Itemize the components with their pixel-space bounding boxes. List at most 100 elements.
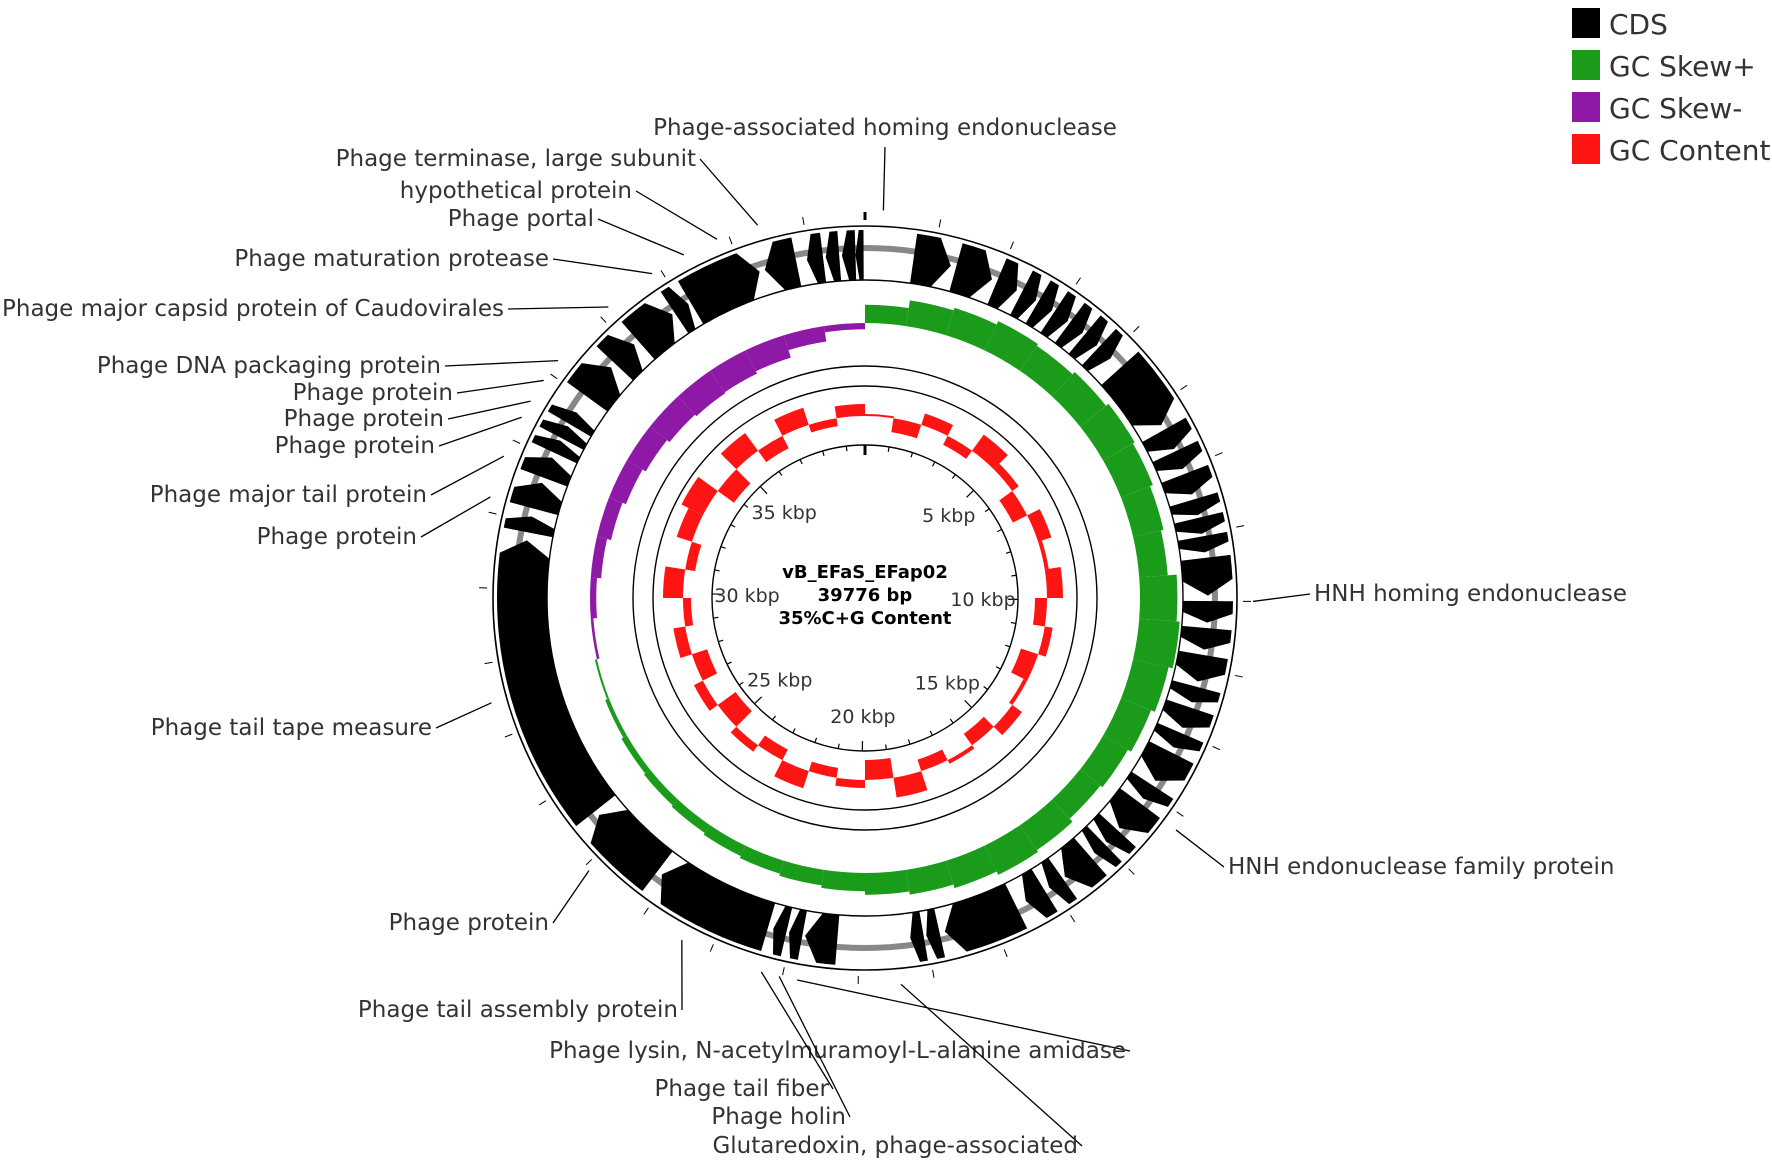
cds-arrow <box>1177 531 1229 553</box>
label-leader <box>597 218 685 256</box>
genome-name: vB_EFaS_EFap02 <box>782 562 948 583</box>
legend-label: GC Skew+ <box>1609 50 1756 83</box>
outer-tick <box>512 439 521 444</box>
annotation-label: Phage lysin, N-acetylmuramoyl-L-alanine … <box>549 1038 1126 1064</box>
inner-tick <box>814 737 818 743</box>
outer-tick <box>600 316 607 323</box>
gc-skew-bar <box>984 321 1039 371</box>
annotation-label: Phage protein <box>284 406 444 432</box>
inner-tick <box>932 461 936 467</box>
annotation-label: Phage protein <box>257 524 417 550</box>
gc-skew-bar <box>1080 735 1128 788</box>
cds-arrow <box>1041 857 1078 905</box>
outer-tick <box>504 733 513 738</box>
legend-swatch <box>1572 8 1600 38</box>
gc-skew-track <box>590 300 1180 895</box>
genome-length: 39776 bp <box>818 585 913 606</box>
inner-tick <box>771 715 776 721</box>
cds-arrow <box>1161 464 1213 495</box>
inner-tick <box>738 681 744 686</box>
gc-skew-bar <box>677 370 726 417</box>
gc-skew-bar <box>946 845 997 889</box>
gc-content-bar <box>676 508 703 542</box>
annotation-label: Phage terminase, large subunit <box>336 146 696 172</box>
outer-tick <box>1214 452 1223 457</box>
gc-skew-bar <box>703 825 746 857</box>
cds-arrow <box>1068 315 1108 360</box>
gc-skew-bar <box>865 869 910 895</box>
cds-arrow <box>1169 680 1221 703</box>
inner-tick <box>778 471 783 476</box>
annotation-label: Phage tail fiber <box>655 1076 830 1102</box>
gc-content-bar <box>758 435 789 463</box>
gc-skew-bar <box>605 698 627 738</box>
cds-arrow <box>660 286 696 334</box>
label-leader <box>420 496 491 538</box>
gc-skew-bar <box>824 323 865 333</box>
gc-content-bar <box>717 469 751 503</box>
gc-skew-bar <box>783 326 827 351</box>
gc-skew-bar <box>594 659 610 700</box>
gc-content-bar <box>993 463 1019 492</box>
cds-arrow <box>1175 650 1228 682</box>
inner-tick <box>792 728 796 734</box>
gc-content-bar <box>808 418 838 433</box>
inner-tick <box>997 528 1003 533</box>
gc-content-bar <box>730 726 759 752</box>
cds-arrow <box>1182 600 1233 623</box>
gc-skew-bar <box>984 825 1039 875</box>
cds-arrow <box>841 230 857 281</box>
gc-skew-bar <box>609 460 643 505</box>
tick-label: 30 kbp <box>714 585 779 607</box>
gc-skew-bar <box>1120 486 1164 537</box>
label-leader <box>778 976 851 1118</box>
cds-arrow <box>773 905 793 957</box>
annotation-label: Phage-associated homing endonuclease <box>653 115 1117 141</box>
gc-skew-bar <box>649 396 695 443</box>
cds-arrow <box>1054 302 1093 348</box>
outer-tick <box>1176 811 1184 817</box>
ring-layer <box>492 225 1238 971</box>
outer-tick <box>1133 325 1140 333</box>
gc-content-bar <box>921 413 954 436</box>
gc-content-bar <box>720 432 759 470</box>
gc-skew-bar <box>643 769 678 806</box>
cds-arrow <box>1081 825 1122 868</box>
outer-tick <box>538 800 547 806</box>
inner-tick <box>966 489 975 498</box>
inner-tick <box>799 459 803 465</box>
label-leader <box>699 158 759 226</box>
cds-arrow <box>1101 351 1175 426</box>
cds-arrow <box>539 419 587 450</box>
inner-tick <box>714 569 720 572</box>
gc-content-bar <box>774 407 809 436</box>
cds-arrow <box>660 862 776 952</box>
cds-arrow <box>503 516 555 538</box>
cds-arrow <box>1180 625 1232 650</box>
annotation-label: Phage DNA packaging protein <box>97 353 441 379</box>
tick-label: 20 kbp <box>830 706 895 728</box>
outer-tick <box>1180 384 1188 391</box>
cds-arrow <box>1154 722 1204 752</box>
inner-tick <box>951 474 956 479</box>
gc-skew-bar <box>739 845 784 874</box>
cds-track <box>497 230 1233 965</box>
tick-label: 15 kbp <box>915 673 980 695</box>
cds-arrow <box>621 303 675 360</box>
label-leader <box>507 306 609 310</box>
gc-content-bar <box>1044 567 1063 598</box>
label-leader <box>797 979 1131 1052</box>
cds-arrow <box>1081 328 1123 372</box>
cds-arrow <box>764 237 802 291</box>
inner-tick <box>759 486 768 495</box>
gc-skew-bar <box>1133 530 1168 578</box>
gc-content-bar <box>947 745 975 764</box>
gc-content-bar <box>917 749 948 772</box>
legend-label: CDS <box>1609 8 1668 41</box>
gc-content-bar <box>1038 540 1049 570</box>
cds-arrow <box>987 258 1019 309</box>
gc-skew-bar <box>905 860 954 895</box>
outer-tick <box>709 944 714 952</box>
